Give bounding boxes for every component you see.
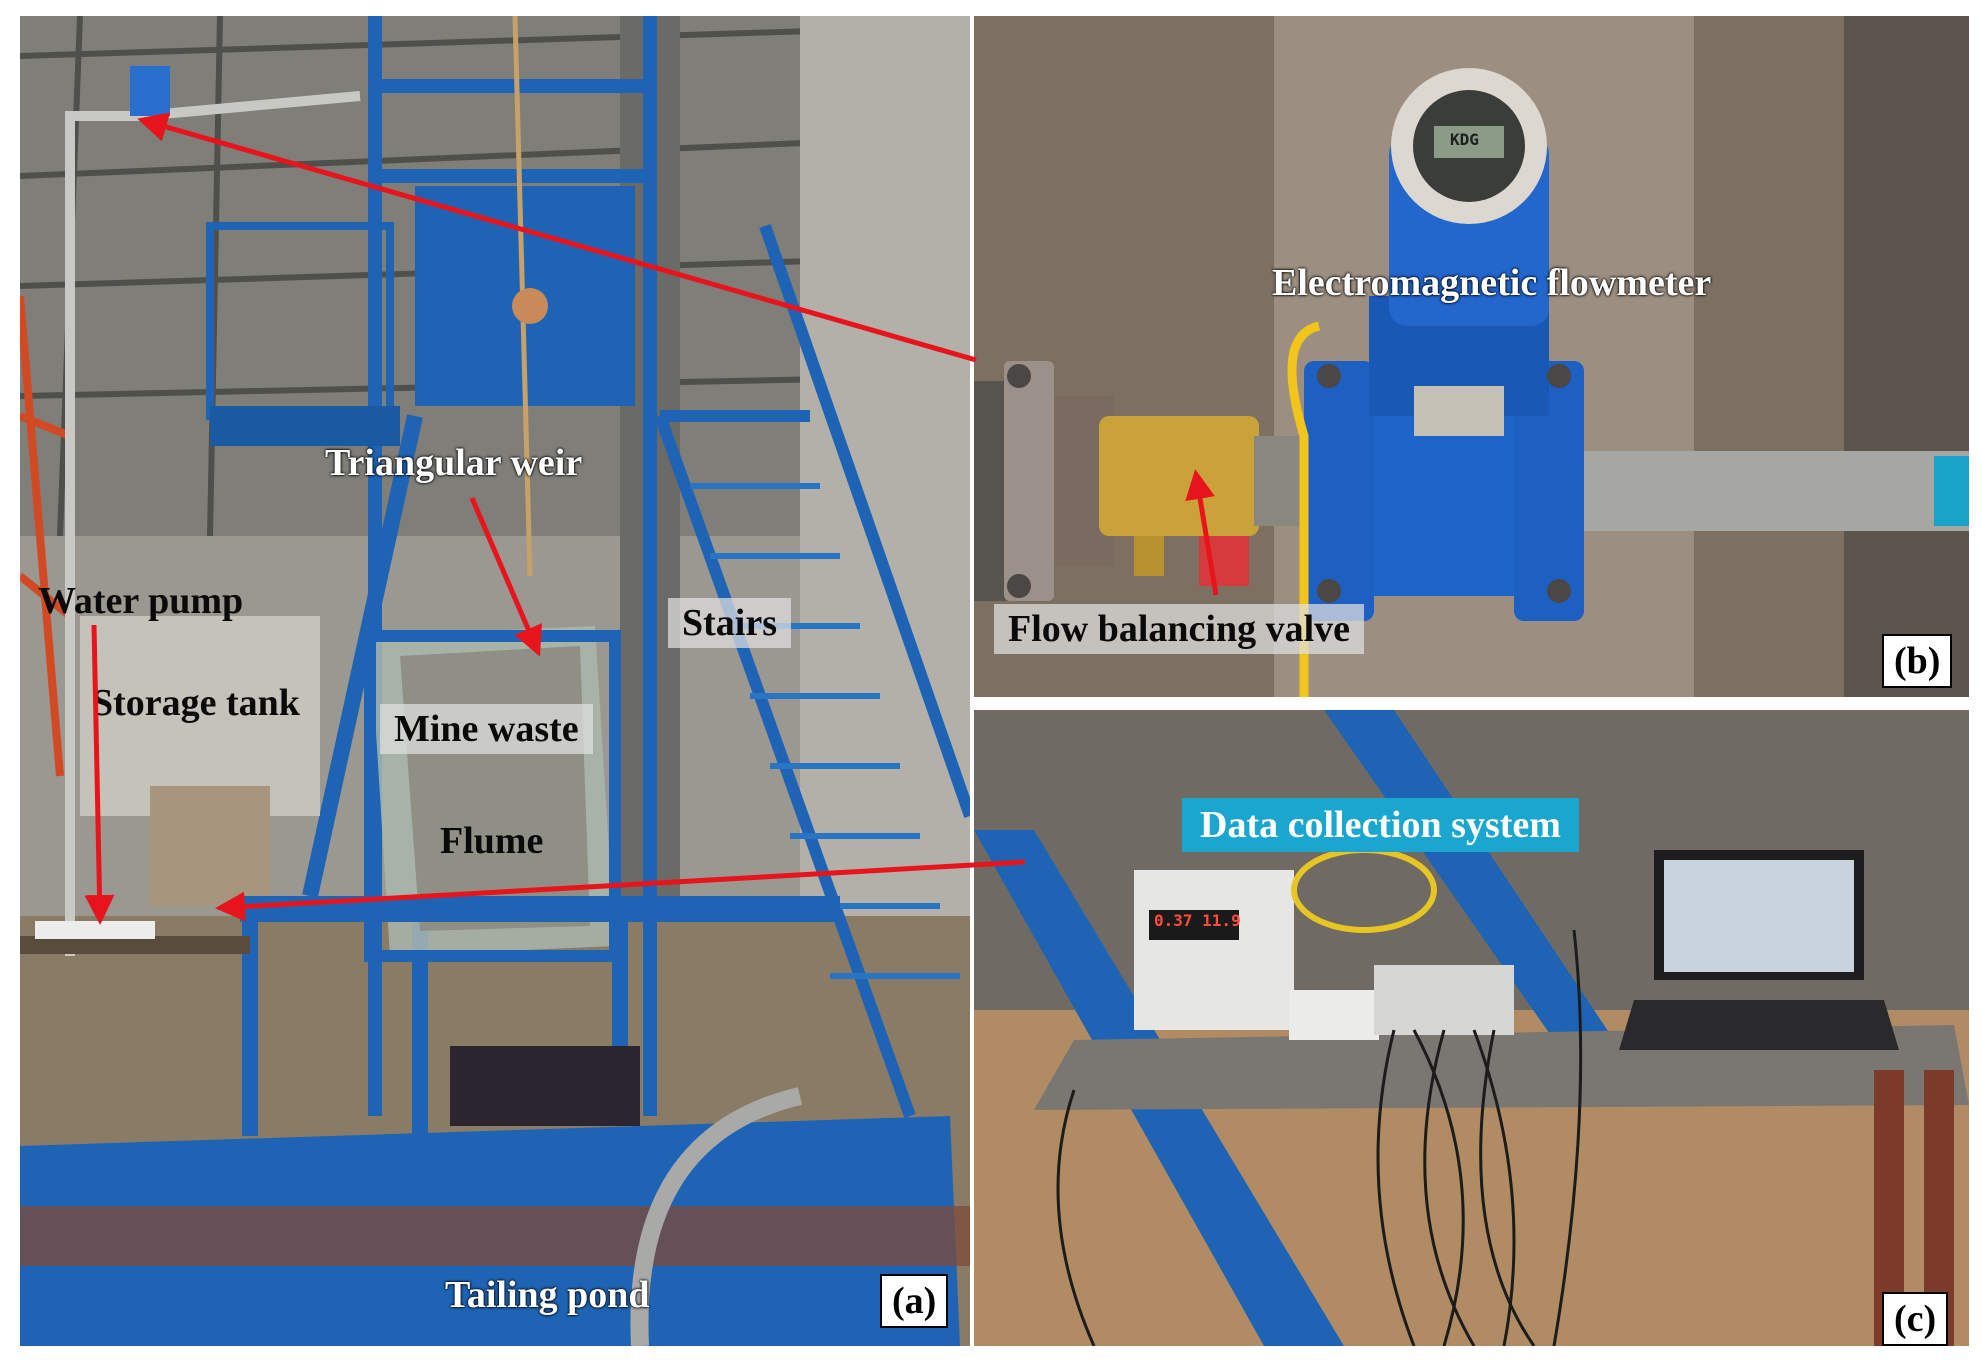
panel-b-photo bbox=[974, 16, 1969, 697]
label-storage-tank: Storage tank bbox=[92, 682, 300, 724]
label-water-pump: Water pump bbox=[38, 580, 244, 622]
display-text: KDG bbox=[1450, 130, 1479, 149]
panel-a-tag: (a) bbox=[880, 1274, 949, 1328]
panel-a: Triangular weir Water pump Storage tank … bbox=[20, 16, 970, 1346]
label-stairs: Stairs bbox=[668, 598, 791, 648]
panel-a-photo bbox=[20, 16, 970, 1346]
label-flow-balancing-valve: Flow balancing valve bbox=[994, 604, 1365, 654]
panel-b: KDG Electromagnetic flowmeter Flow balan… bbox=[974, 16, 1969, 697]
panel-c-tag: (c) bbox=[1882, 1292, 1949, 1346]
panel-b-tag: (b) bbox=[1882, 634, 1953, 688]
label-electromagnetic-flowmeter: Electromagnetic flowmeter bbox=[1272, 262, 1712, 304]
panel-c: 0.37 11.9 Data collection system (c) bbox=[974, 710, 1969, 1346]
power-supply-readout: 0.37 11.9 bbox=[1154, 911, 1241, 930]
label-triangular-weir: Triangular weir bbox=[325, 442, 583, 484]
label-flume: Flume bbox=[440, 820, 544, 862]
label-mine-waste: Mine waste bbox=[380, 704, 593, 754]
label-tailing-pond: Tailing pond bbox=[445, 1274, 650, 1316]
label-data-collection-system: Data collection system bbox=[1182, 798, 1579, 852]
